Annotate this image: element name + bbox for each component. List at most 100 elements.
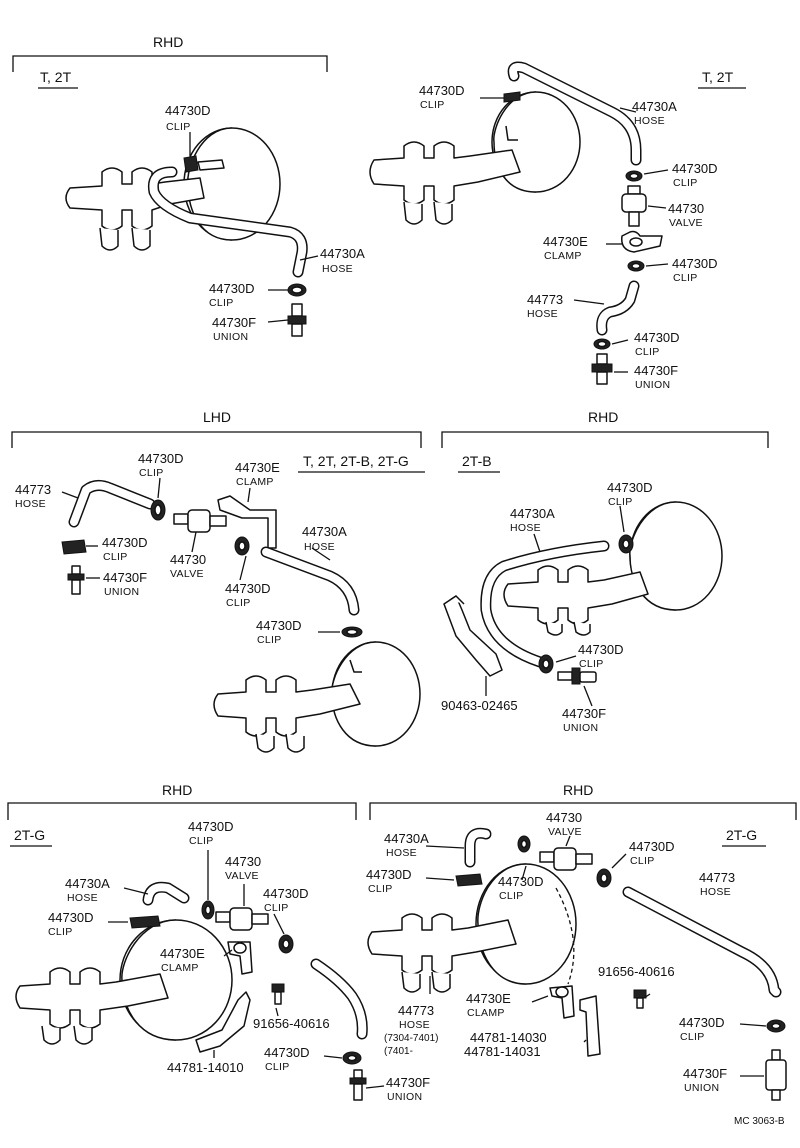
part-number: 44730D [264, 1045, 310, 1060]
part-number: 44730D [209, 281, 255, 296]
clip-part [596, 868, 612, 888]
clip-part [593, 338, 611, 350]
part-number: 44730F [386, 1075, 430, 1090]
part-name: CLIP [368, 883, 393, 895]
part-number: 44730D [498, 874, 544, 889]
clamp-part [217, 495, 277, 549]
part-number: 44773 [15, 482, 51, 497]
clip-part [150, 499, 166, 521]
part-number: 44730 [170, 552, 206, 567]
part-name: HOSE [527, 308, 558, 320]
part-name: CLIP [189, 835, 214, 847]
assembly-bottom-left: 44730A HOSE 44730D CLIP 44730D CLIP 4473… [15, 819, 430, 1103]
union-part [557, 667, 597, 685]
part-number: 44730D [102, 535, 148, 550]
variant-label: T, 2T [40, 69, 72, 85]
part-name: CLIP [139, 467, 164, 479]
header-rhd: RHD [153, 34, 183, 50]
intake-manifold [367, 913, 517, 975]
part-number: 44730A [510, 506, 555, 521]
part-name: CLIP [608, 496, 633, 508]
clip-part [455, 873, 483, 887]
part-number: 44730D [366, 867, 412, 882]
bolt-part [271, 983, 285, 1005]
part-name: CLIP [680, 1031, 705, 1043]
intake-manifold [15, 967, 169, 1029]
part-number: 44781-14031 [464, 1044, 541, 1059]
assembly-bottom-right: 44730A HOSE 44730D CLIP 44730 VALVE 4473… [366, 810, 787, 1101]
part-number: 44730 [546, 810, 582, 825]
part-number: 44781-14010 [167, 1060, 244, 1075]
clip-part [517, 835, 531, 853]
clip-part [625, 170, 643, 182]
part-number: 44730D [607, 480, 653, 495]
part-number: 44730F [634, 363, 678, 378]
date-range: (7401- [384, 1046, 413, 1057]
assembly-middle-left: 44773 HOSE 44730D CLIP 44730E CLAMP 4473… [15, 451, 421, 753]
part-name: HOSE [304, 541, 335, 553]
clip-part [342, 1051, 362, 1065]
variant-label: T, 2T, 2T-B, 2T-G [303, 453, 409, 469]
clip-part [61, 539, 87, 555]
header-middle-left: LHD T, 2T, 2T-B, 2T-G [11, 409, 425, 473]
part-name: UNION [684, 1082, 719, 1094]
part-name: CLIP [48, 926, 73, 938]
bracket-part [579, 995, 601, 1057]
part-name: HOSE [399, 1019, 430, 1031]
clip-part [766, 1019, 786, 1033]
header-middle-right: RHD 2T-B [441, 409, 769, 473]
clip-part [183, 155, 225, 173]
clip-part [201, 900, 215, 920]
part-number: 44730D [672, 161, 718, 176]
bolt-part [633, 989, 647, 1009]
intake-manifold [213, 675, 361, 737]
part-number: 44730A [302, 524, 347, 539]
part-name: VALVE [170, 568, 204, 580]
part-name: CLIP [264, 902, 289, 914]
part-number: 91656-40616 [253, 1016, 330, 1031]
part-number: 44730D [225, 581, 271, 596]
part-number: 44730F [212, 315, 256, 330]
part-number: 44730 [225, 854, 261, 869]
part-number: 44730D [138, 451, 184, 466]
header-rhd: RHD [162, 782, 192, 798]
clip-part [234, 536, 250, 556]
part-name: HOSE [634, 115, 665, 127]
part-name: VALVE [669, 217, 703, 229]
valve-part [621, 185, 647, 227]
part-name: HOSE [322, 263, 353, 275]
part-name: VALVE [225, 870, 259, 882]
header-top-right: T, 2T [698, 69, 746, 89]
part-number: 44730 [668, 201, 704, 216]
header-rhd: RHD [563, 782, 593, 798]
clamp-part [621, 230, 663, 253]
part-name: CLIP [166, 121, 191, 133]
part-number: 44730E [235, 460, 280, 475]
part-name: UNION [387, 1091, 422, 1103]
union-part [287, 303, 307, 337]
part-name: UNION [104, 586, 139, 598]
part-name: CLAMP [467, 1007, 505, 1019]
header-bottom-right: RHD 2T-G [369, 782, 797, 847]
clamp-part [227, 941, 253, 975]
assembly-middle-right: 44730A HOSE 44730D CLIP 44730D CLIP 4473… [441, 480, 723, 734]
clip-part [538, 654, 554, 674]
part-number: 44730A [632, 99, 677, 114]
part-number: 44730A [320, 246, 365, 261]
part-number: 44730F [562, 706, 606, 721]
assembly-top-right: 44730D CLIP 44730A HOSE 44730D CLIP 4473… [369, 61, 718, 391]
valve-part [215, 907, 269, 931]
part-name: CLIP [499, 890, 524, 902]
part-name: HOSE [700, 886, 731, 898]
clip-part [278, 934, 294, 954]
part-name: CLIP [673, 272, 698, 284]
part-number: 90463-02465 [441, 698, 518, 713]
diagram-code: MC 3063-B [734, 1116, 785, 1127]
part-number: 44781-14030 [470, 1030, 547, 1045]
part-name: HOSE [510, 522, 541, 534]
part-name: CLIP [579, 658, 604, 670]
part-number: 44730A [65, 876, 110, 891]
clip-part [627, 260, 645, 272]
part-number: 44730D [256, 618, 302, 633]
part-name: UNION [213, 331, 248, 343]
